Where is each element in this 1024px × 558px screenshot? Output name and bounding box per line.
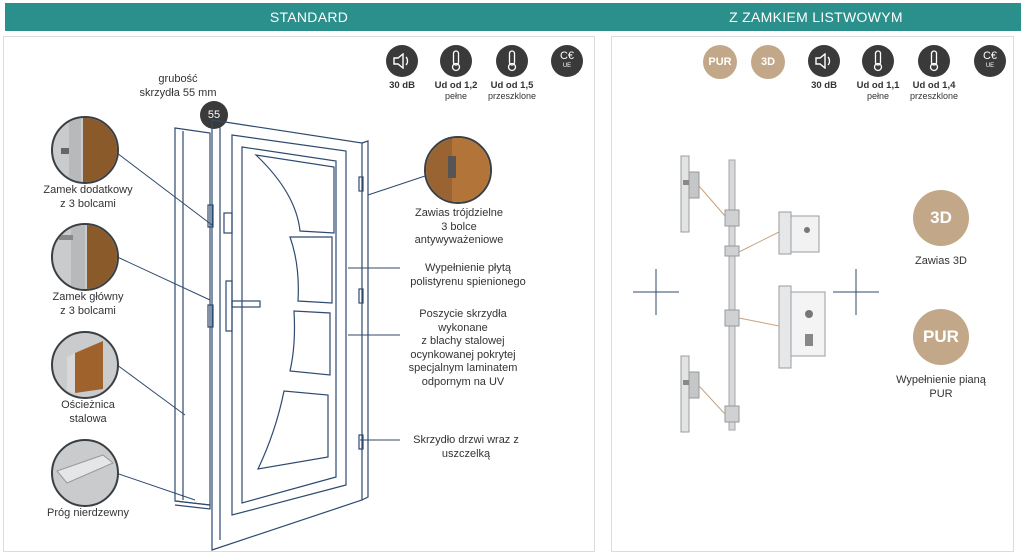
main-lock-thumbnail (51, 223, 119, 291)
listwowy-header: Z ZAMKIEM LISTWOWYM (611, 3, 1021, 31)
listwowy-title: Z ZAMKIEM LISTWOWYM (729, 9, 903, 25)
thickness-label: grubość skrzydła 55 mm (139, 73, 217, 99)
threshold-thumbnail (51, 439, 119, 507)
left-label-1: Zamek dodatkowy z 3 bolcami (43, 184, 133, 210)
thermometer-icon (496, 45, 528, 77)
lock-bar (728, 159, 736, 431)
feature-label-pur: Wypełnienie pianą PUR (896, 374, 986, 400)
standard-icon-caption-1: 30 dB (389, 80, 415, 91)
hinge-thumbnail (424, 136, 492, 204)
multipoint-lock-diagram (633, 155, 879, 433)
speaker-icon (386, 45, 418, 77)
thermometer-icon (440, 45, 472, 77)
glass-pane-1 (254, 154, 335, 234)
standard-header: STANDARD (5, 3, 613, 31)
pur-badge-large: PUR (913, 309, 969, 365)
left-label-4: Próg nierdzewny (47, 507, 129, 519)
listwowy-icon-caption-1: 30 dB (811, 80, 837, 91)
pur-badge-small: PUR (703, 45, 737, 79)
glass-pane-3 (289, 310, 331, 376)
thermometer-icon (862, 45, 894, 77)
thermometer-icon (918, 45, 950, 77)
3d-badge-large: 3D (913, 190, 969, 246)
thickness-badge: 55 (200, 101, 228, 129)
standard-title: STANDARD (269, 9, 349, 25)
steel-frame-thumbnail (51, 331, 119, 399)
right-label-1: Zawias trójdzielne 3 bolce antywyważenio… (414, 207, 504, 246)
ce-mark-icon: C€ UE (551, 45, 583, 77)
feature-label-3d: Zawias 3D (915, 255, 967, 267)
speaker-icon (808, 45, 840, 77)
door-diagram (174, 119, 369, 551)
glass-pane-4 (256, 390, 329, 470)
ce-mark-icon: C€ UE (974, 45, 1006, 77)
glass-pane-2 (289, 236, 333, 304)
3d-badge-small: 3D (751, 45, 785, 79)
extra-lock-thumbnail (51, 116, 119, 184)
right-label-2: Wypełnienie płytą polistyrenu spienioneg… (410, 262, 526, 288)
left-label-2: Zamek główny z 3 bolcami (52, 291, 124, 317)
left-label-3: Ościeżnica stalowa (61, 399, 115, 425)
right-label-3: Poszycie skrzydła wykonane z blachy stal… (408, 308, 518, 388)
right-label-4: Skrzydło drzwi wraz z uszczelką (413, 434, 519, 460)
